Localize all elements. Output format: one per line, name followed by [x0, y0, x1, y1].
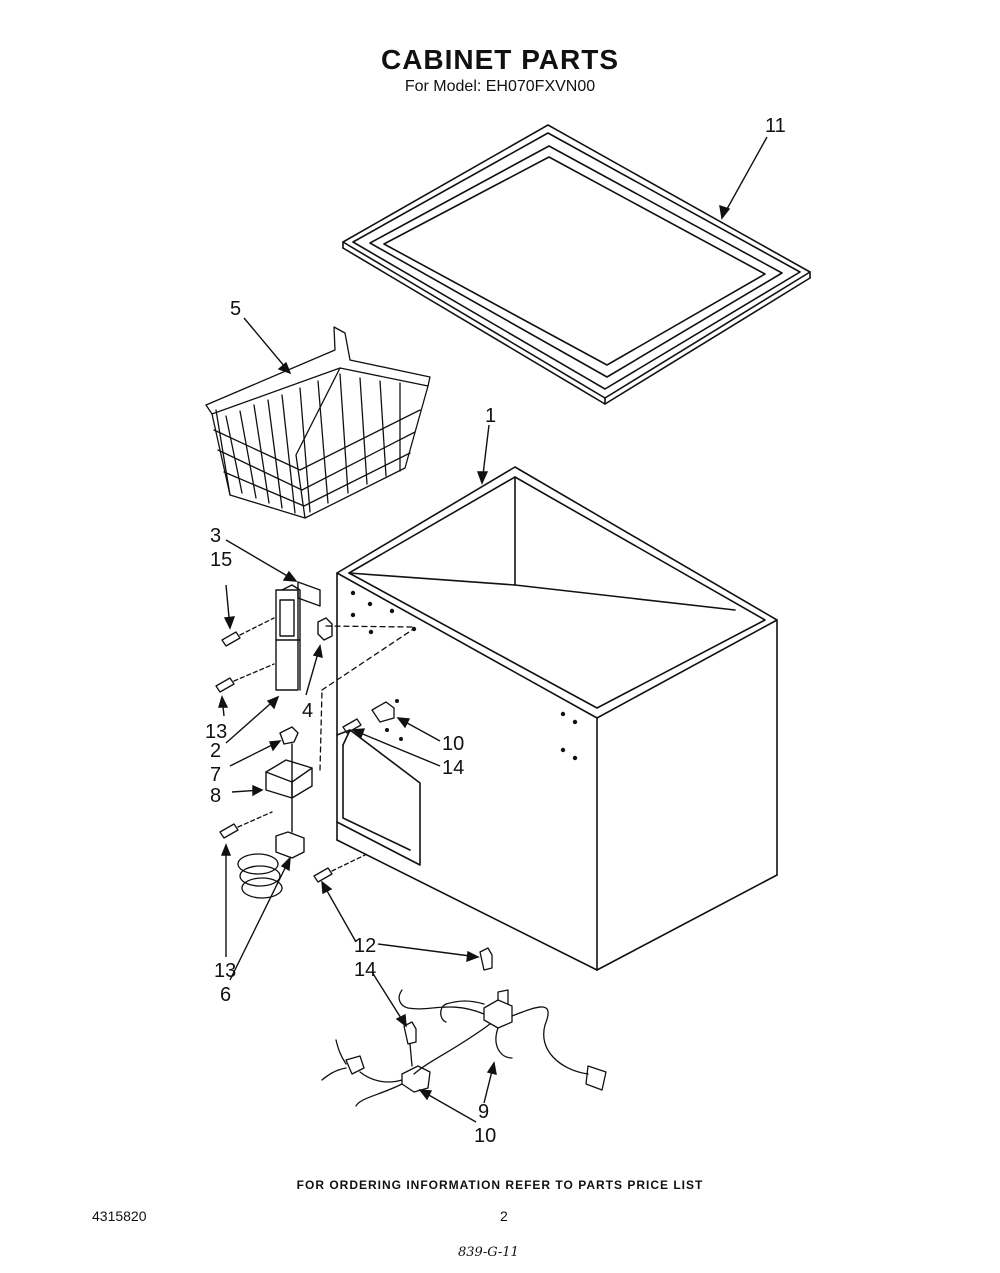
callout-15: 15	[210, 549, 232, 571]
lid-gasket-frame	[342, 124, 811, 405]
wiring-harness	[237, 853, 607, 1107]
callout-6: 6	[220, 984, 231, 1006]
page-number: 2	[500, 1208, 508, 1224]
callout-12: 12	[354, 935, 376, 957]
callout-10: 10	[474, 1125, 496, 1147]
callout-13: 13	[205, 721, 227, 743]
page-title: CABINET PARTS	[380, 44, 620, 75]
screws	[215, 617, 493, 1045]
callout-14: 14	[442, 757, 464, 779]
callout-2: 2	[210, 740, 221, 762]
callout-1: 1	[485, 405, 496, 427]
callout-5: 5	[230, 298, 241, 320]
model-subtitle: For Model: EH070FXVN00	[404, 78, 596, 95]
callout-9: 9	[478, 1101, 489, 1123]
wire-basket	[205, 326, 431, 519]
document-number: 4315820	[92, 1208, 147, 1224]
ordering-note: FOR ORDERING INFORMATION REFER TO PARTS …	[296, 1178, 704, 1192]
callout-13: 13	[214, 960, 236, 982]
cabinet-holes	[350, 590, 578, 761]
callout-10: 10	[442, 733, 464, 755]
callout-7: 7	[210, 764, 221, 786]
hinge-assembly	[265, 581, 333, 859]
callout-3: 3	[210, 525, 221, 547]
callout-11: 11	[765, 115, 786, 137]
callout-8: 8	[210, 785, 221, 807]
callout-4: 4	[302, 700, 313, 722]
callout-14: 14	[354, 959, 376, 981]
handwritten-code: 839-G-11	[458, 1245, 519, 1260]
